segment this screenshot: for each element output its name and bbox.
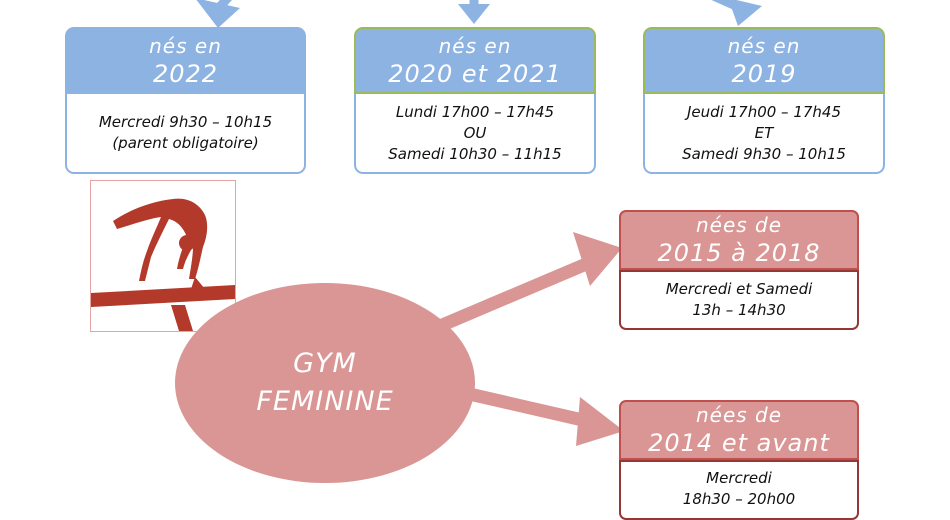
gymnast-image	[90, 180, 236, 332]
arrow-to-2014-avant	[463, 386, 624, 446]
group-2015-2018-schedule: Mercredi et Samedi 13h – 14h30	[619, 270, 859, 330]
group-2020-2021-header-line1: nés en	[438, 33, 512, 58]
schedule-line: Mercredi 9h30 – 10h15	[98, 113, 273, 131]
arrow-to-2019	[711, 0, 762, 26]
group-2019-header-line1: nés en	[727, 33, 801, 58]
group-2015-2018-header-line1: nées de	[695, 213, 783, 237]
schedule-line: Jeudi 17h00 – 17h45	[686, 102, 841, 121]
group-2015-2018-header-line2: 2015 à 2018	[657, 239, 821, 267]
arrow-to-2020-2021	[458, 0, 490, 24]
group-2022-header-line2: 2022	[152, 59, 219, 88]
group-2022-header-line1: nés en	[149, 33, 222, 58]
schedule-line: OU	[463, 123, 487, 142]
group-2014-avant-schedule: Mercredi 18h30 – 20h00	[619, 460, 859, 520]
group-2014-avant-header-line1: nées de	[695, 403, 783, 427]
group-2019-schedule: Jeudi 17h00 – 17h45 ET Samedi 9h30 – 10h…	[643, 94, 885, 174]
arrow-to-2015-2018	[437, 232, 622, 332]
schedule-line: Samedi 9h30 – 10h15	[682, 144, 846, 163]
center-line1: GYM	[293, 348, 357, 379]
schedule-line: Samedi 10h30 – 11h15	[388, 144, 562, 163]
center-line2: FEMININE	[256, 386, 394, 417]
connector-arrows	[196, 0, 762, 446]
schedule-line: (parent obligatoire)	[112, 134, 259, 152]
group-2022-header: nés en 2022	[65, 27, 306, 94]
arrow-to-2022	[196, 0, 240, 28]
gym-feminine-bubble: GYM FEMININE	[175, 283, 475, 483]
group-2019-header-line2: 2019	[731, 59, 797, 88]
group-2014-avant-header-line2: 2014 et avant	[648, 429, 830, 457]
group-2019-header: nés en 2019	[643, 27, 885, 94]
gymnast-silhouette-icon	[91, 198, 235, 331]
schedule-line: Mercredi	[706, 469, 772, 487]
group-2020-2021-header-line2: 2020 et 2021	[388, 59, 562, 88]
schedule-line: Mercredi et Samedi	[665, 280, 813, 298]
group-2020-2021-header: nés en 2020 et 2021	[354, 27, 596, 94]
group-2014-avant-header: nées de 2014 et avant	[619, 400, 859, 460]
group-2015-2018-header: nées de 2015 à 2018	[619, 210, 859, 270]
group-2022-schedule: Mercredi 9h30 – 10h15 (parent obligatoir…	[65, 94, 306, 174]
schedule-line: 13h – 14h30	[692, 301, 786, 319]
schedule-line: ET	[754, 123, 774, 142]
group-2020-2021-schedule: Lundi 17h00 – 17h45 OU Samedi 10h30 – 11…	[354, 94, 596, 174]
schedule-line: Lundi 17h00 – 17h45	[395, 102, 555, 121]
